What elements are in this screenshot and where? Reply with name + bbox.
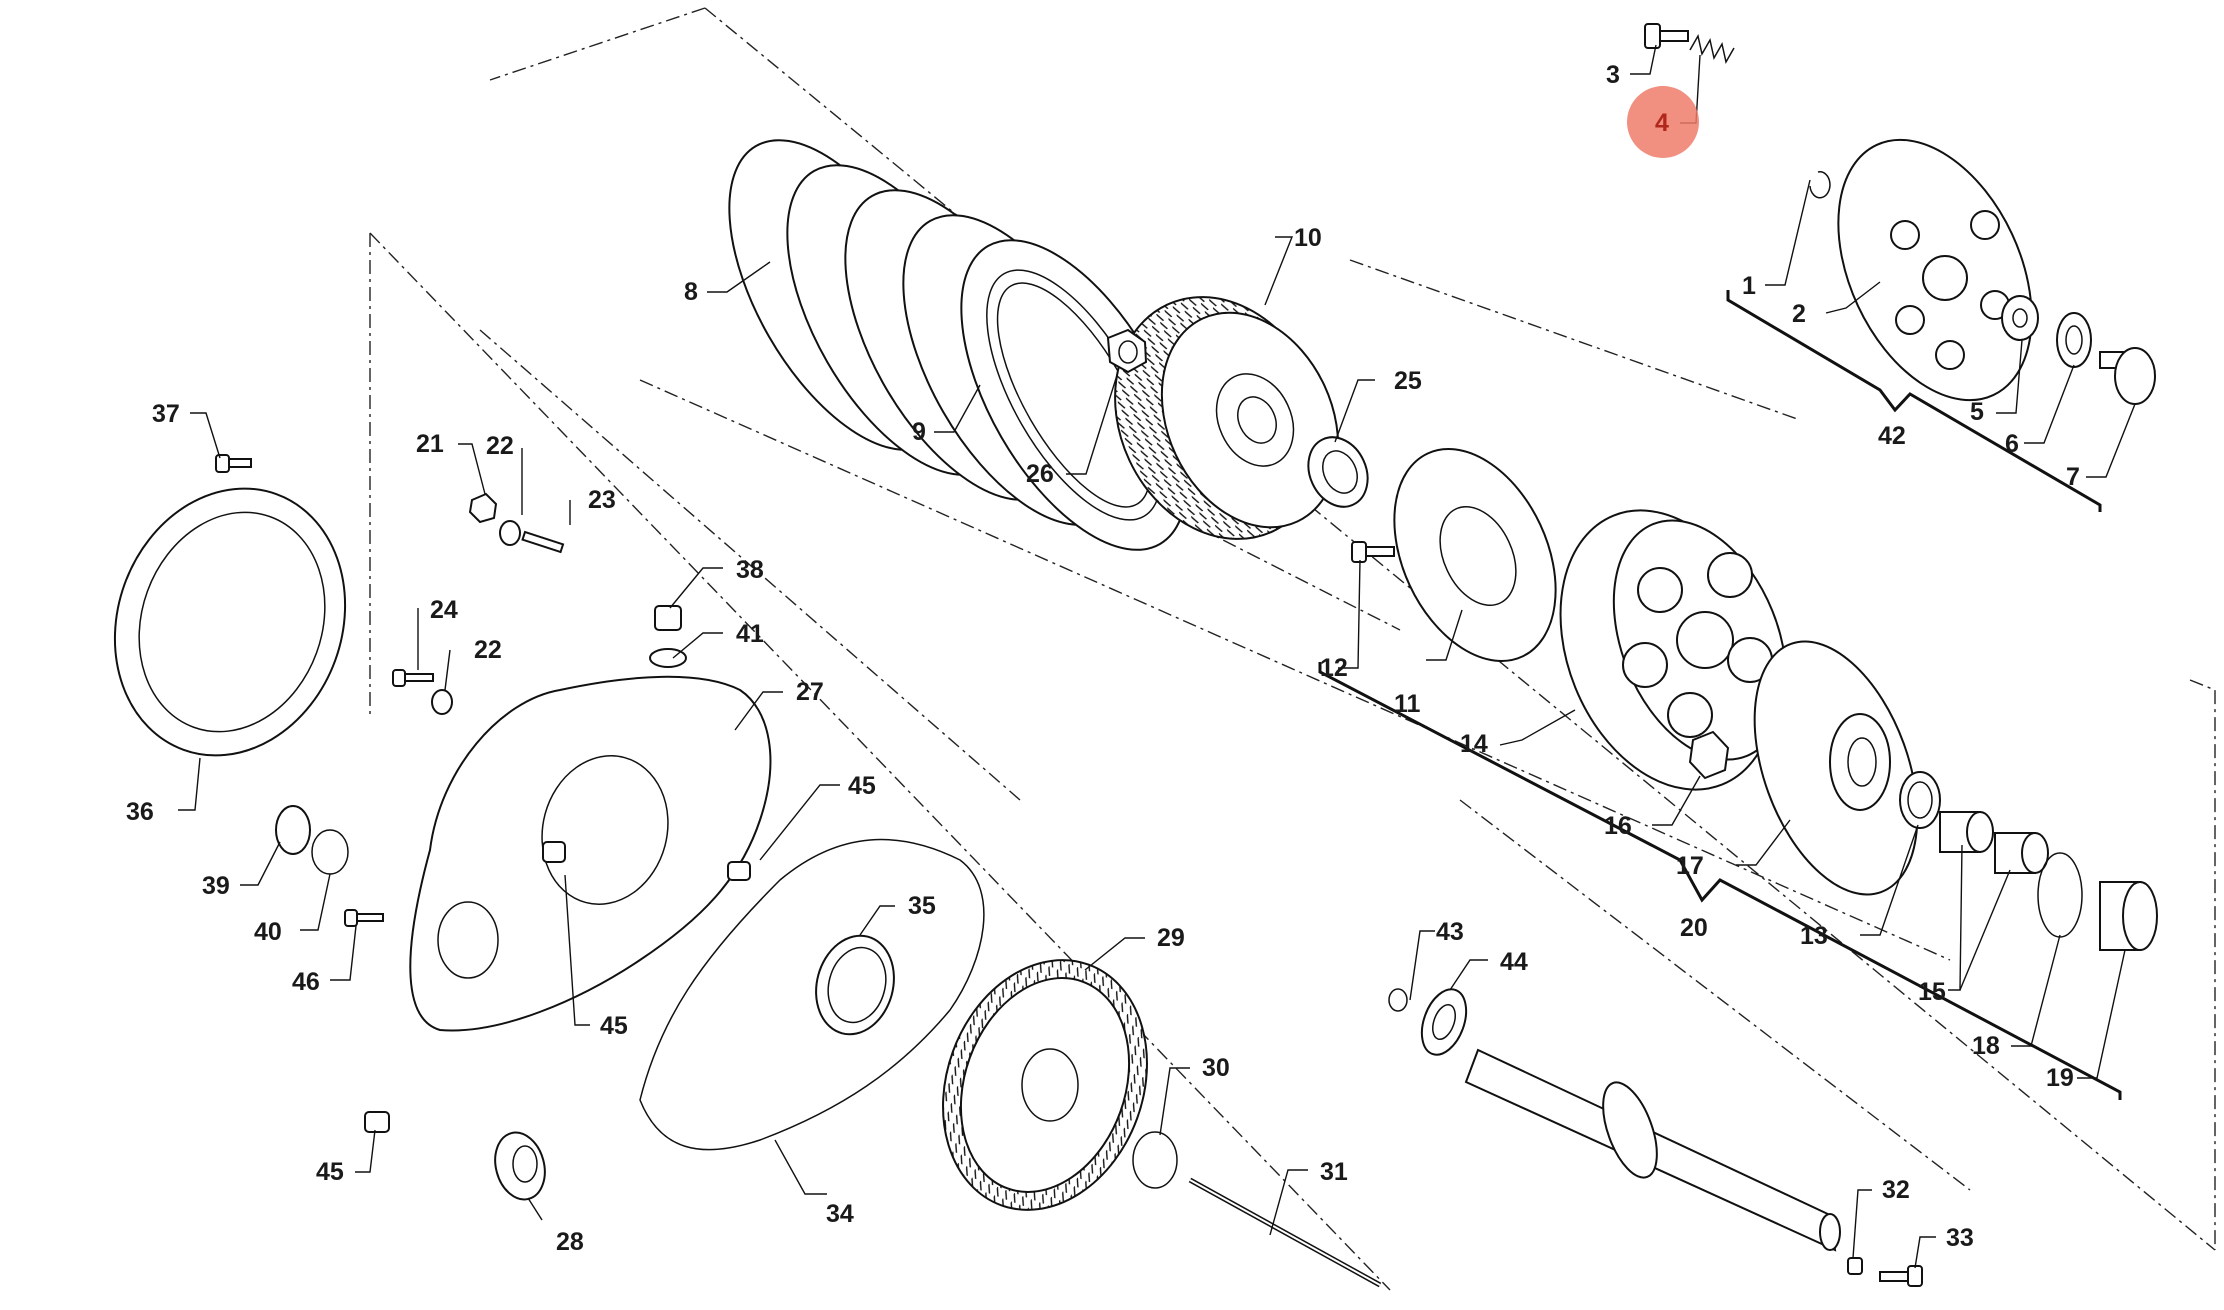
primary-driven-gear bbox=[1114, 296, 1340, 540]
pin-32 bbox=[1847, 1257, 1863, 1275]
sleeve-19 bbox=[2099, 881, 2158, 951]
callout-14: 14 bbox=[1460, 730, 1488, 758]
circlip-43 bbox=[1388, 988, 1408, 1012]
callout-29: 29 bbox=[1157, 924, 1185, 952]
leader-lines bbox=[178, 44, 2136, 1269]
callout-10: 10 bbox=[1294, 224, 1322, 252]
callout-37: 37 bbox=[152, 400, 180, 428]
callout-24: 24 bbox=[430, 596, 458, 624]
bearing-28 bbox=[494, 1131, 546, 1201]
needle-bearing-15a bbox=[1939, 811, 1994, 853]
callout-41: 41 bbox=[736, 620, 764, 648]
spring-4 bbox=[1689, 33, 1735, 65]
callout-6: 6 bbox=[2005, 430, 2019, 458]
main-shaft bbox=[1464, 1048, 1841, 1252]
circlip bbox=[1809, 171, 1831, 199]
seal-35 bbox=[815, 934, 895, 1036]
callout-22a: 22 bbox=[486, 432, 514, 460]
callout-16: 16 bbox=[1604, 812, 1632, 840]
clutch-housing bbox=[1559, 509, 1788, 791]
callout-45a: 45 bbox=[848, 772, 876, 800]
callout-5: 5 bbox=[1970, 398, 1984, 426]
callout-31: 31 bbox=[1320, 1158, 1348, 1186]
spring-plate bbox=[1393, 448, 1557, 662]
dashed-outline-cover bbox=[369, 232, 1391, 1291]
callout-3: 3 bbox=[1606, 61, 1620, 89]
clutch-plate-stack bbox=[728, 139, 1188, 551]
callout-42: 42 bbox=[1878, 422, 1906, 450]
group-brace-20 bbox=[1318, 662, 2122, 1100]
callout-39: 39 bbox=[202, 872, 230, 900]
callout-1: 1 bbox=[1742, 272, 1756, 300]
callout-20: 20 bbox=[1680, 914, 1708, 942]
callout-labels: 1 2 3 4 5 6 7 8 9 10 11 12 13 14 15 16 1… bbox=[126, 61, 2080, 1256]
callout-12: 12 bbox=[1320, 654, 1348, 682]
washer-44 bbox=[1420, 988, 1468, 1056]
group-brace-42 bbox=[1726, 290, 2102, 512]
callout-11: 11 bbox=[1394, 690, 1421, 718]
callout-28: 28 bbox=[556, 1228, 584, 1256]
o-ring-18 bbox=[2037, 852, 2083, 938]
dowel-45 bbox=[364, 1111, 390, 1133]
callout-43: 43 bbox=[1436, 918, 1464, 946]
callout-36: 36 bbox=[126, 798, 154, 826]
cover-gasket bbox=[639, 838, 985, 1151]
callout-27: 27 bbox=[796, 678, 824, 706]
circlip-30 bbox=[1132, 1131, 1178, 1189]
callout-4: 4 bbox=[1655, 109, 1669, 137]
pressure-plate bbox=[1837, 138, 2033, 402]
callout-26: 26 bbox=[1026, 460, 1054, 488]
callout-44: 44 bbox=[1500, 948, 1528, 976]
pushrod-cap-7 bbox=[2099, 347, 2156, 405]
bearing-6 bbox=[2056, 312, 2092, 368]
callout-34: 34 bbox=[826, 1200, 854, 1228]
callout-23: 23 bbox=[588, 486, 616, 514]
callout-21: 21 bbox=[416, 430, 444, 458]
bolt-3 bbox=[1644, 23, 1689, 49]
primary-gear-29 bbox=[942, 959, 1148, 1211]
hub-nut-16 bbox=[1688, 730, 1730, 780]
small-hardware bbox=[275, 492, 687, 927]
callout-45b: 45 bbox=[600, 1012, 628, 1040]
callout-2: 2 bbox=[1792, 300, 1806, 328]
callout-32: 32 bbox=[1882, 1176, 1910, 1204]
bushing-13 bbox=[1899, 771, 1941, 829]
thrust-washer bbox=[1307, 436, 1369, 508]
callout-18: 18 bbox=[1972, 1032, 2000, 1060]
needle-bearing-15b bbox=[1994, 832, 2049, 874]
bolt-37 bbox=[215, 454, 252, 473]
callout-40: 40 bbox=[254, 918, 282, 946]
callout-22b: 22 bbox=[474, 636, 502, 664]
callout-38: 38 bbox=[736, 556, 764, 584]
callout-30: 30 bbox=[1202, 1054, 1230, 1082]
callout-25: 25 bbox=[1394, 367, 1422, 395]
callout-13: 13 bbox=[1800, 922, 1828, 950]
callout-7: 7 bbox=[2066, 463, 2080, 491]
bolt-33 bbox=[1879, 1265, 1923, 1287]
clutch-hub-17 bbox=[1753, 640, 1919, 896]
bolt-12 bbox=[1351, 541, 1395, 563]
nut bbox=[1106, 328, 1148, 374]
callout-17: 17 bbox=[1676, 852, 1704, 880]
engine-side-cover bbox=[409, 675, 772, 1032]
callout-15: 15 bbox=[1918, 978, 1946, 1006]
callout-46: 46 bbox=[292, 968, 320, 996]
highlight-marker bbox=[1627, 86, 1699, 158]
pushrod-31 bbox=[1188, 1177, 1382, 1288]
callout-9: 9 bbox=[912, 418, 926, 446]
callout-19: 19 bbox=[2046, 1064, 2074, 1092]
callout-8: 8 bbox=[684, 278, 698, 306]
washer-5 bbox=[2001, 295, 2039, 341]
callout-45c: 45 bbox=[316, 1158, 344, 1186]
clutch-cover-trim bbox=[113, 487, 347, 757]
callout-33: 33 bbox=[1946, 1224, 1974, 1252]
callout-35: 35 bbox=[908, 892, 936, 920]
